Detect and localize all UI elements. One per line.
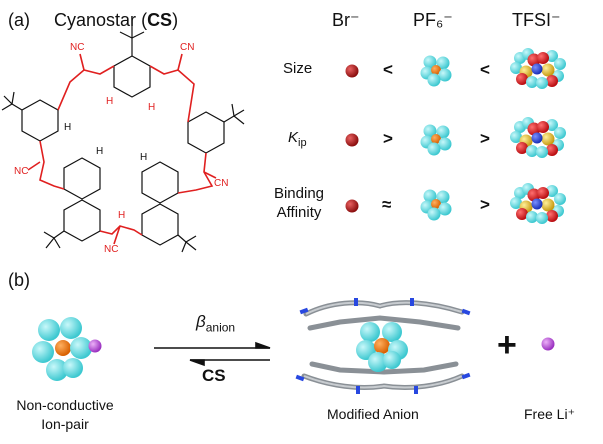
panel-b-label: (b) [8,270,30,290]
cyanostilbene-linkers [27,53,217,245]
cyanostar-abbrev: CS [147,10,173,30]
benzene-ring-right-bottom [141,203,197,253]
col-header-tfsi: TFSI⁻ [512,10,561,30]
benzene-ring-inner-left [63,157,101,200]
benzene-ring-inner-right [141,161,179,204]
structure-atom-labels: NC CN NC CN NC H H H [14,42,228,255]
caption-ion-pair: Non-conductive Ion-pair [10,396,120,434]
cn-label-2: CN [214,178,228,189]
col-header-pf6: PF₆⁻ [413,10,453,30]
cyanostar-abbrev-open: ( [141,10,148,30]
anion-table-spheres [345,48,566,224]
modified-anion-model [295,298,471,394]
row-label-kip-sub: ip [298,137,307,149]
row-label-binding: Binding [273,185,325,202]
col-header-br: Br⁻ [332,10,360,30]
plus-sign: + [497,326,517,364]
cn-label-1: CN [180,42,194,53]
nc-label-3: NC [104,244,118,255]
h-label-3: H [118,210,125,221]
row-label-kip: Kip [288,129,307,149]
tfsi-model-kip [510,117,566,158]
br-sphere-binding [345,199,359,213]
arrow-forward-label: βanion [196,312,235,334]
equilibrium-arrows [154,341,271,367]
op-binding-2: > [480,195,490,214]
cyanostar-structure [1,26,245,253]
benzene-ring-left-top [1,91,59,142]
op-kip-2: > [480,129,490,148]
tfsi-model-size [510,48,566,89]
h-label-6: H [140,152,147,163]
benzene-ring-top [113,26,151,98]
caption-ion-pair-line1: Non-conductive [16,397,114,413]
op-binding-1: ≈ [382,195,392,214]
pf6-model-size [420,55,452,87]
cyanostar-title: Cyanostar (CS) [54,10,178,31]
nc-label-2: NC [14,166,28,177]
free-li-sphere [541,337,555,351]
panel-a-label: (a) [8,10,30,30]
row-label-kip-main: K [288,129,299,146]
caption-free-li: Free Li⁺ [524,406,575,422]
h-label-4: H [64,122,71,133]
nc-label-1: NC [70,42,84,53]
h-label-2: H [148,102,155,113]
caption-modified-anion: Modified Anion [327,406,419,422]
ion-pair-model [32,317,102,381]
benzene-ring-left-bottom [43,199,101,249]
caption-ion-pair-line2: Ion-pair [41,416,89,432]
row-label-size: Size [283,60,313,77]
beta-subscript: anion [205,320,236,335]
arrow-reverse-label: CS [202,366,226,385]
br-sphere-size [345,64,359,78]
pf6-model-kip [420,124,452,156]
h-label-5: H [96,146,103,157]
cyanostar-abbrev-close: ) [172,10,179,30]
row-label-binding-affinity: Binding Affinity [262,184,336,222]
h-label-1: H [106,96,113,107]
op-kip-1: > [383,129,393,148]
cyanostar-title-text: Cyanostar [54,10,137,30]
benzene-ring-right-top [187,103,245,154]
br-sphere-kip [345,133,359,147]
op-size-2: < [480,60,490,79]
tfsi-model-binding [510,183,566,224]
beta-symbol: β [196,312,206,331]
pf6-model-binding [420,189,452,221]
op-size-1: < [383,60,393,79]
row-label-affinity: Affinity [276,204,322,221]
